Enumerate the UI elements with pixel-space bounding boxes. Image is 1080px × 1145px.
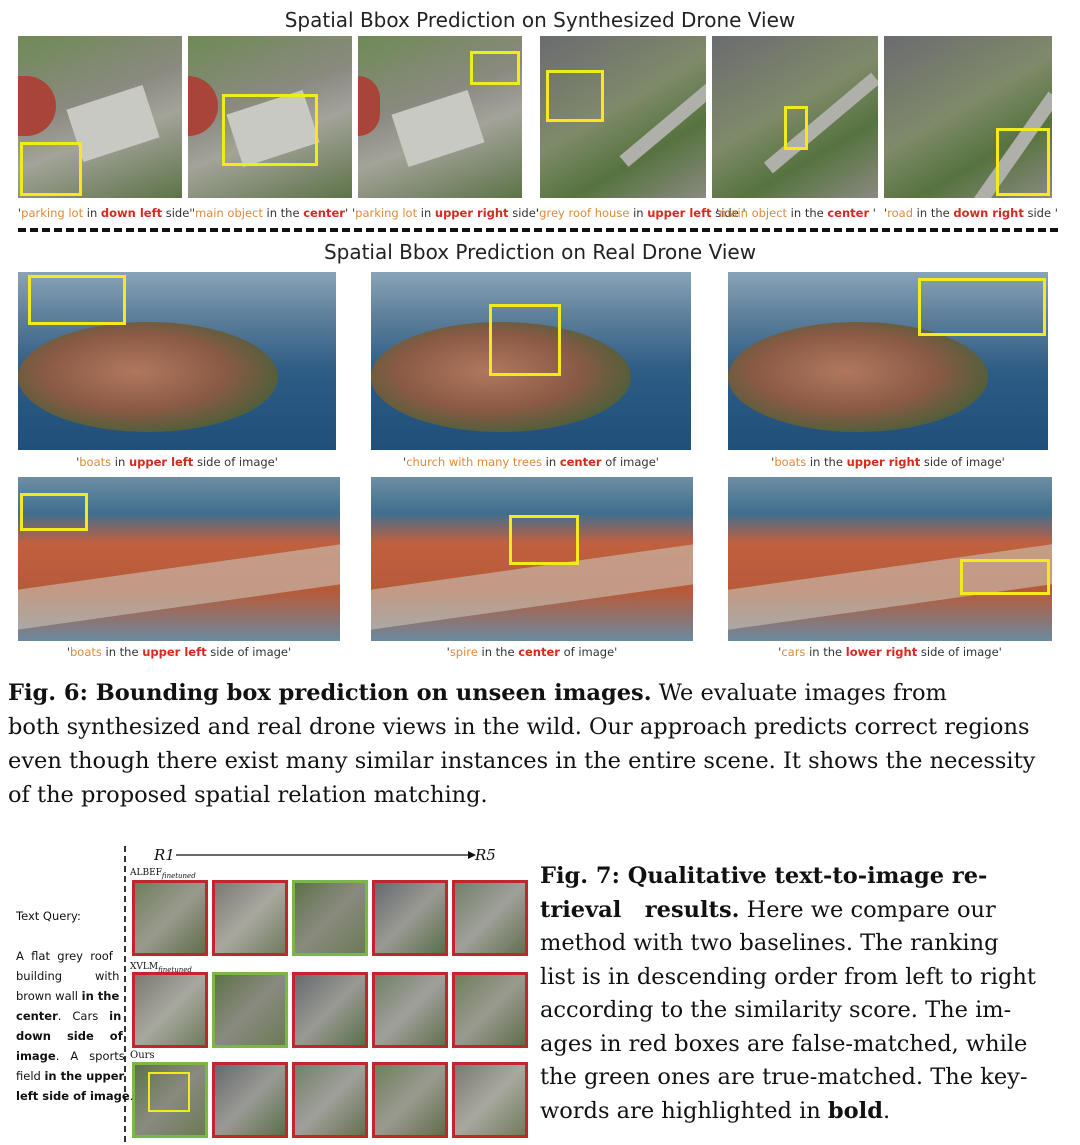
synth-caption-5: 'main object in the center ' — [716, 206, 876, 220]
synth-image-3 — [358, 36, 522, 198]
real-image-1 — [18, 272, 336, 450]
rank-end-label: R5 — [475, 846, 496, 864]
synth-image-4 — [540, 36, 706, 198]
retrieval-result-ours-r3 — [292, 1062, 368, 1138]
real-title: Spatial Bbox Prediction on Real Drone Vi… — [323, 240, 757, 264]
synth-image-6 — [884, 36, 1052, 198]
retrieval-result-xvlm-r4 — [372, 972, 448, 1048]
synth-title: Spatial Bbox Prediction on Synthesized D… — [284, 8, 796, 32]
text-query: A flat grey roof building with brown wal… — [16, 949, 134, 1103]
retrieval-result-xvlm-r3 — [292, 972, 368, 1048]
retrieval-result-albef-r1 — [132, 880, 208, 956]
synth-image-2 — [188, 36, 352, 198]
row-label-xvlm: XVLMfinetuned — [130, 962, 192, 974]
real-caption-1: 'boats in upper left side of image' — [76, 455, 278, 469]
retrieval-result-xvlm-r5 — [452, 972, 528, 1048]
real-caption-6: 'cars in the lower right side of image' — [778, 645, 1002, 659]
retrieval-result-ours-r1 — [132, 1062, 208, 1138]
synth-caption-4: 'grey roof house in upper left side ' — [536, 206, 746, 220]
real-caption-2: 'church with many trees in center of ima… — [403, 455, 659, 469]
fig6-caption: Fig. 6: Bounding box prediction on unsee… — [8, 676, 1072, 812]
text-query-label: Text Query: — [16, 909, 81, 923]
fig6-line1: We evaluate images from — [651, 680, 947, 706]
rank-arrow — [176, 851, 476, 859]
row-label-albef: ALBEFfinetuned — [130, 868, 196, 880]
synth-image-1 — [18, 36, 182, 198]
fig6-line4: of the proposed spatial relation matchin… — [8, 782, 488, 808]
retrieval-result-xvlm-r2 — [212, 972, 288, 1048]
synth-image-5 — [712, 36, 878, 198]
retrieval-result-albef-r2 — [212, 880, 288, 956]
real-image-3 — [728, 272, 1048, 450]
ours-bbox-overlay — [148, 1072, 190, 1112]
real-image-2 — [371, 272, 691, 450]
retrieval-result-albef-r4 — [372, 880, 448, 956]
synth-caption-6: 'road in the down right side ' — [884, 206, 1058, 220]
real-caption-4: 'boats in the upper left side of image' — [66, 645, 292, 659]
query-divider — [124, 846, 126, 1142]
real-caption-3: 'boats in the upper right side of image' — [771, 455, 1005, 469]
retrieval-result-xvlm-r1 — [132, 972, 208, 1048]
retrieval-result-ours-r5 — [452, 1062, 528, 1138]
real-image-4 — [18, 477, 340, 641]
fig6-label: Fig. 6: Bounding box prediction on unsee… — [8, 680, 652, 706]
synth-caption-2: 'main object in the center' — [191, 206, 349, 220]
fig6-line2: both synthesized and real drone views in… — [8, 714, 1030, 740]
retrieval-result-albef-r5 — [452, 880, 528, 956]
section-divider — [18, 228, 1058, 232]
fig7-caption: Fig. 7: Qualitative text-to-image re- tr… — [540, 863, 1036, 1124]
retrieval-result-ours-r2 — [212, 1062, 288, 1138]
retrieval-result-albef-r3 — [292, 880, 368, 956]
row-label-ours: Ours — [130, 1050, 155, 1061]
rank-start-label: R1 — [154, 846, 175, 864]
retrieval-result-ours-r4 — [372, 1062, 448, 1138]
real-image-5 — [371, 477, 693, 641]
fig6-line3: even though there exist many similar ins… — [8, 748, 1036, 774]
real-caption-5: 'spire in the center of image' — [446, 645, 618, 659]
synth-caption-1: 'parking lot in down left side' — [18, 206, 193, 220]
real-image-6 — [728, 477, 1052, 641]
synth-caption-3: 'parking lot in upper right side' — [352, 206, 539, 220]
